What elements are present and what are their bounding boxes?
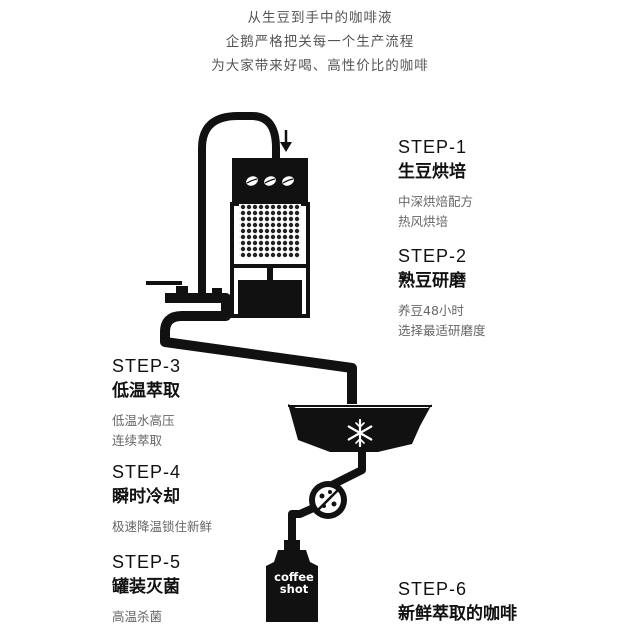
step-title: 瞬时冷却: [112, 487, 180, 507]
step-title: 罐装灭菌: [112, 577, 180, 597]
step-description-line: 养豆48小时: [398, 303, 464, 318]
intro-line-1: 从生豆到手中的咖啡液: [247, 10, 393, 26]
step-description-line: 低温水高压: [112, 413, 175, 428]
coffee-bean-icon: [246, 176, 294, 186]
step-title: 生豆烘培: [398, 162, 466, 182]
step-description-line: 连续萃取: [112, 433, 163, 448]
step-description: 极速降温锁住新鲜: [112, 517, 212, 537]
step-5: STEP-5 罐装灭菌 高温杀菌: [112, 551, 181, 627]
main-pipe: [160, 293, 357, 404]
bottle-label-line-2: shot: [279, 582, 309, 596]
step-3: STEP-3 低温萃取 低温水高压 连续萃取: [112, 355, 181, 451]
step-number: STEP-3: [112, 356, 182, 376]
step-description: 养豆48小时 选择最适研磨度: [398, 301, 486, 341]
step-2: STEP-2 熟豆研磨 养豆48小时 选择最适研磨度: [398, 245, 486, 341]
coffee-bottle: [266, 540, 318, 622]
bottle-label: coffee shot: [268, 571, 320, 595]
intro-line-3: 为大家带来好喝、高性价比的咖啡: [211, 58, 429, 74]
step-number: STEP-4: [112, 462, 182, 482]
bottle-label-line-1: coffee: [274, 570, 314, 584]
step-description-line: 热风烘培: [398, 214, 449, 229]
intro-text: 从生豆到手中的咖啡液 企鹅严格把关每一个生产流程 为大家带来好喝、高性价比的咖啡: [0, 6, 640, 78]
step-title: 低温萃取: [112, 381, 180, 401]
step-description: 低温水高压 连续萃取: [112, 411, 181, 451]
step-description: 中深烘焙配方 热风烘培: [398, 192, 473, 232]
step-description-line: 高温杀菌: [112, 609, 163, 624]
valve-icon: [309, 481, 347, 519]
roaster-tower: [230, 158, 310, 318]
step-4: STEP-4 瞬时冷却 极速降温锁住新鲜: [112, 461, 212, 537]
step-number: STEP-2: [398, 246, 468, 266]
snowflake-icon: [347, 418, 373, 448]
step-description-line: 极速降温锁住新鲜: [112, 519, 213, 534]
down-arrow-icon: [280, 130, 292, 152]
intro-line-2: 企鹅严格把关每一个生产流程: [225, 34, 415, 50]
step-6: STEP-6 新鲜萃取的咖啡: [398, 578, 517, 626]
step-title: 熟豆研磨: [398, 271, 466, 291]
step-title: 新鲜萃取的咖啡: [398, 604, 517, 624]
step-1: STEP-1 生豆烘培 中深烘焙配方 热风烘培: [398, 136, 473, 232]
step-number: STEP-1: [398, 137, 468, 157]
faucet-icon: [146, 281, 222, 296]
step-description-line: 选择最适研磨度: [398, 323, 486, 338]
top-loop-pipe: [198, 112, 280, 298]
step-number: STEP-6: [398, 579, 468, 599]
step-description-line: 中深烘焙配方: [398, 194, 474, 209]
step-number: STEP-5: [112, 552, 182, 572]
step-description: 高温杀菌: [112, 607, 181, 627]
